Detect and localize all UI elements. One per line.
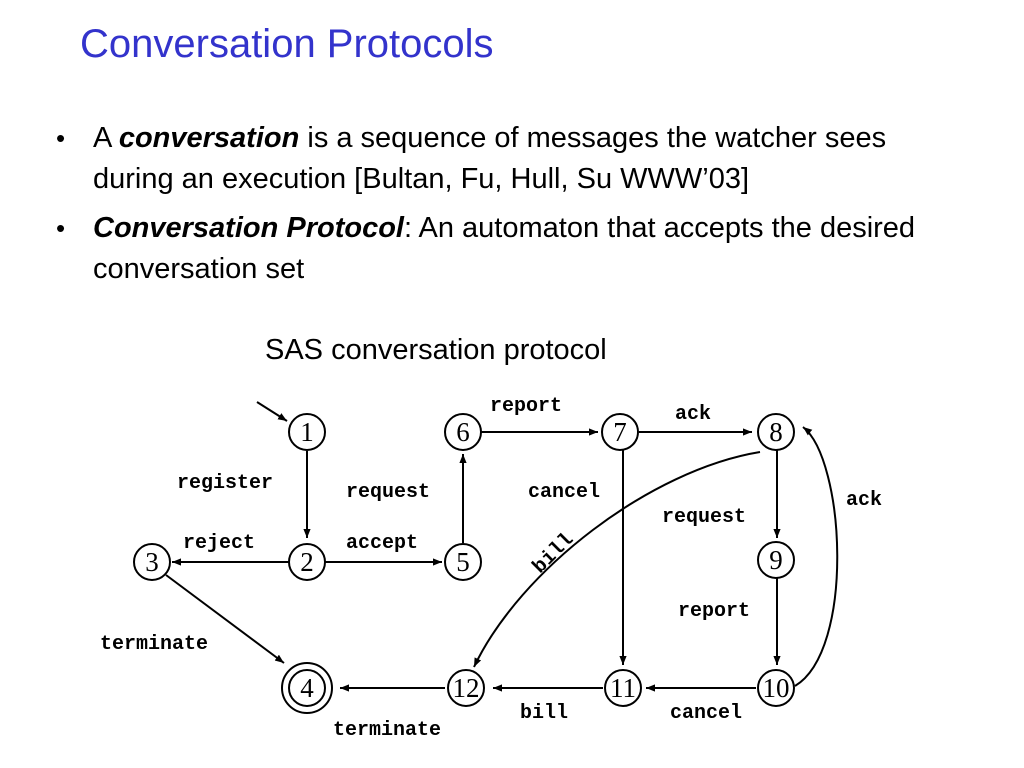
- diagram-caption: SAS conversation protocol: [265, 334, 607, 366]
- bullet-list: • A conversation is a sequence of message…: [50, 118, 970, 298]
- state-7: 7: [601, 413, 639, 451]
- edge-label-cancel-7-11: cancel: [528, 481, 600, 504]
- state-label: 3: [145, 547, 159, 577]
- state-8: 8: [757, 413, 795, 451]
- state-9: 9: [757, 541, 795, 579]
- state-5: 5: [444, 543, 482, 581]
- edge-label-register: register: [177, 472, 273, 495]
- bullet-conversation-protocol: • Conversation Protocol: An automaton tha…: [50, 208, 970, 290]
- edge-label-accept: accept: [346, 532, 418, 555]
- state-label: 1: [300, 417, 314, 447]
- bullet-term: conversation: [118, 122, 300, 154]
- edge-label-terminate-12-4: terminate: [333, 719, 441, 742]
- edge-label-terminate-3-4: terminate: [100, 633, 208, 656]
- state-label: 8: [769, 417, 783, 447]
- start-arrow: [256, 401, 288, 422]
- state-2: 2: [288, 543, 326, 581]
- state-6: 6: [444, 413, 482, 451]
- edge-label-ack-10-8: ack: [846, 489, 882, 512]
- bullet-term: Conversation Protocol: [93, 212, 404, 244]
- state-11: 11: [604, 669, 642, 707]
- state-label: 12: [453, 673, 480, 703]
- edge-label-request-5-6: request: [346, 481, 430, 504]
- state-label: 11: [610, 673, 636, 703]
- bullet-dot-icon: •: [56, 213, 66, 243]
- edge-3-4: [165, 574, 285, 664]
- state-3: 3: [133, 543, 171, 581]
- bullet-conversation: • A conversation is a sequence of message…: [50, 118, 970, 200]
- state-label: 6: [456, 417, 470, 447]
- state-12: 12: [447, 669, 485, 707]
- edge-label-reject: reject: [183, 532, 255, 555]
- state-10: 10: [757, 669, 795, 707]
- state-label: 10: [763, 673, 790, 703]
- state-label: 2: [300, 547, 314, 577]
- bullet-definition: is a sequence of messages the watcher se…: [93, 122, 887, 195]
- edge-10-8: [794, 426, 839, 687]
- edge-label-report-6-7: report: [490, 395, 562, 418]
- edge-8-12: [473, 451, 761, 668]
- slide-title: Conversation Protocols: [80, 22, 494, 66]
- state-label: 7: [613, 417, 627, 447]
- edge-label-ack-7-8: ack: [675, 403, 711, 426]
- state-4-final: 4: [281, 662, 333, 714]
- bullet-definition: : An automaton that accepts the desired …: [93, 212, 916, 285]
- edge-label-bill-11-12: bill: [520, 702, 568, 725]
- state-label: 5: [456, 547, 470, 577]
- state-label: 4: [300, 673, 314, 703]
- state-label: 9: [769, 545, 783, 575]
- edge-label-report-9-10: report: [678, 600, 750, 623]
- edge-label-request-8-9: request: [662, 506, 746, 529]
- bullet-dot-icon: •: [56, 123, 66, 153]
- state-1: 1: [288, 413, 326, 451]
- edge-label-bill-8-12: bill: [529, 529, 579, 579]
- edge-label-cancel-10-11: cancel: [670, 702, 742, 725]
- bullet-prefix: A: [93, 122, 119, 154]
